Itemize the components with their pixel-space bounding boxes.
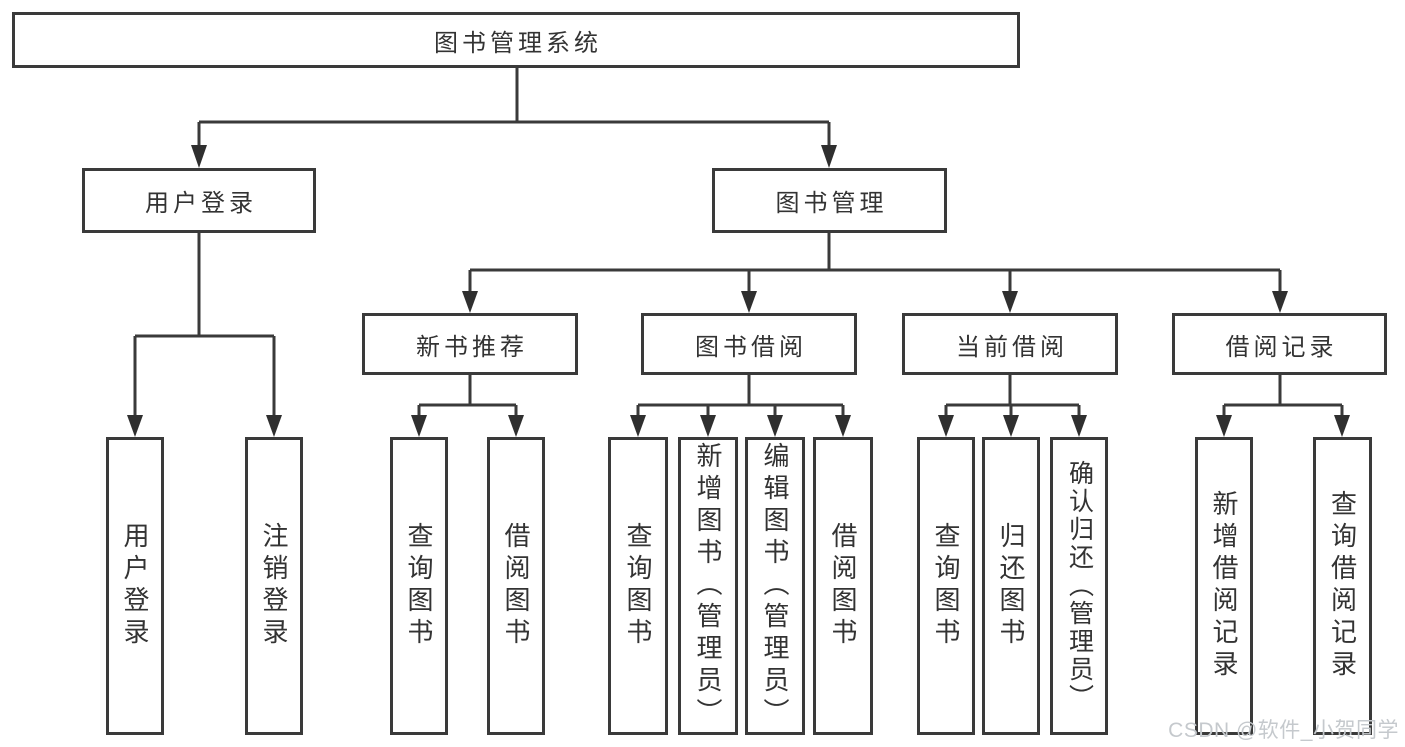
- node-label: 确认归还（管理员）: [1065, 460, 1094, 712]
- node-label: 查询图书: [623, 522, 653, 650]
- leaf-query-books-current: 查询图书: [917, 437, 975, 735]
- node-current-borrow: 当前借阅: [902, 313, 1118, 375]
- node-label: 借阅图书: [828, 522, 858, 650]
- leaf-edit-books-admin: 编辑图书（管理员）: [745, 437, 805, 735]
- leaf-borrow-books: 借阅图书: [813, 437, 873, 735]
- node-new-book-recommend: 新书推荐: [362, 313, 578, 375]
- node-label: 查询图书: [404, 522, 434, 650]
- node-label: 图书借阅: [695, 333, 807, 361]
- node-label: 新书推荐: [416, 333, 528, 361]
- node-label: 用户登录: [120, 522, 150, 650]
- leaf-confirm-return-admin: 确认归还（管理员）: [1050, 437, 1108, 735]
- leaf-logout: 注销登录: [245, 437, 303, 735]
- node-borrow-records: 借阅记录: [1172, 313, 1387, 375]
- node-label: 新增图书（管理员）: [693, 442, 723, 730]
- node-label: 图书管理: [775, 190, 888, 217]
- node-label: 借阅图书: [501, 522, 531, 650]
- node-label: 编辑图书（管理员）: [760, 442, 790, 730]
- node-user-login: 用户登录: [82, 168, 316, 233]
- leaf-add-books-admin: 新增图书（管理员）: [678, 437, 738, 735]
- node-label: 图书管理系统: [434, 29, 602, 57]
- csdn-watermark: CSDN @软件_小贺同学: [1168, 719, 1399, 742]
- node-label: 查询图书: [931, 522, 961, 650]
- node-label: 查询借阅记录: [1327, 490, 1358, 682]
- leaf-query-books-borrow: 查询图书: [608, 437, 668, 735]
- node-label: 用户登录: [145, 190, 257, 217]
- node-book-management: 图书管理: [712, 168, 947, 233]
- leaf-query-books-recommend: 查询图书: [390, 437, 448, 735]
- node-label: 注销登录: [259, 522, 289, 650]
- node-label: 归还图书: [996, 522, 1026, 650]
- node-root-system: 图书管理系统: [12, 12, 1020, 68]
- node-label: 当前借阅: [956, 333, 1068, 361]
- leaf-user-login: 用户登录: [106, 437, 164, 735]
- arrowheads: [127, 145, 1350, 437]
- node-label: 新增借阅记录: [1209, 490, 1239, 682]
- node-book-borrow: 图书借阅: [641, 313, 857, 375]
- leaf-return-books: 归还图书: [982, 437, 1040, 735]
- node-label: 借阅记录: [1225, 333, 1338, 361]
- leaf-query-borrow-record: 查询借阅记录: [1313, 437, 1372, 735]
- leaf-add-borrow-record: 新增借阅记录: [1195, 437, 1253, 735]
- leaf-borrow-books-recommend: 借阅图书: [487, 437, 545, 735]
